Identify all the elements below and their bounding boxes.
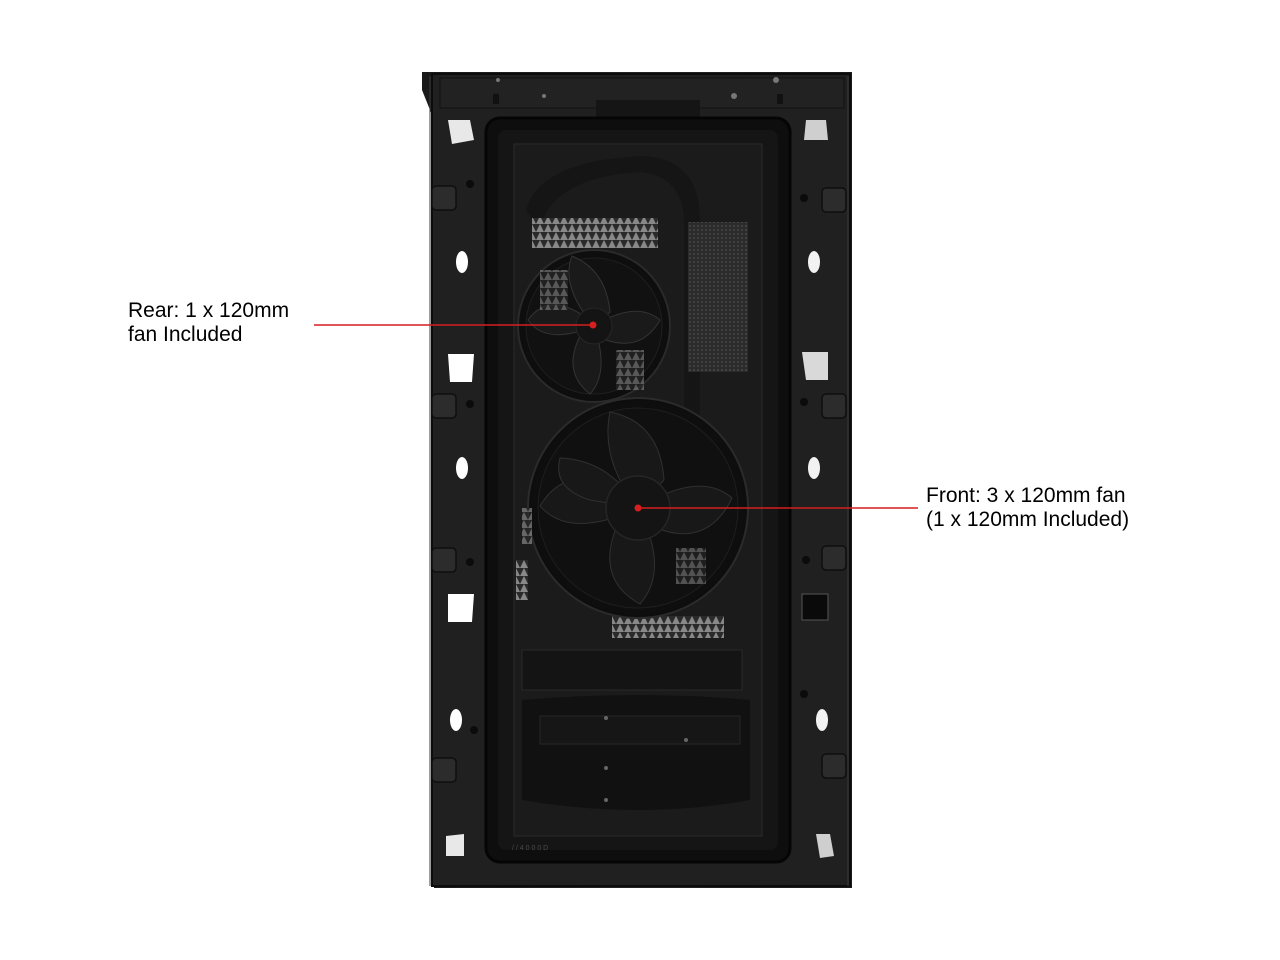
rear-callout-line2: fan Included [128, 323, 243, 346]
front-callout-line [634, 504, 918, 512]
front-callout-line2: (1 x 120mm Included) [926, 508, 1130, 531]
right-mounting-rail [800, 187, 847, 779]
left-mounting-rail [431, 180, 478, 783]
front-callout-line1: Front: 3 x 120mm fan [926, 484, 1126, 507]
rear-callout-line [314, 321, 597, 329]
front-fan-callout: Front: 3 x 120mm fan (1 x 120mm Included… [926, 484, 1129, 532]
rear-callout-line1: Rear: 1 x 120mm [128, 299, 290, 322]
rear-fan-callout: Rear: 1 x 120mm fan Included [128, 299, 289, 347]
panel-engraving: / / 4 0 0 0 D [512, 845, 548, 852]
rear-fan-icon [517, 249, 671, 403]
